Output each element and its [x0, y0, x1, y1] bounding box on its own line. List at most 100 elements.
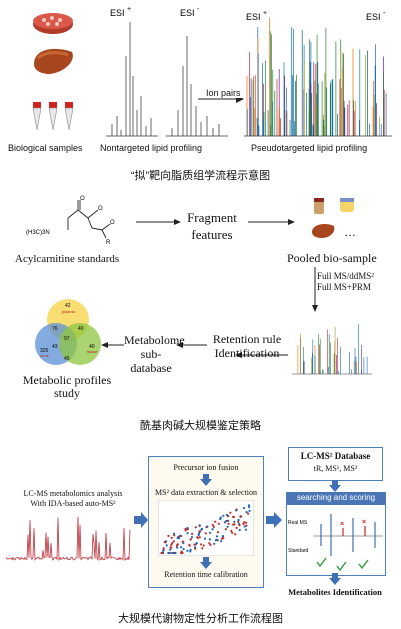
scatter-point	[239, 515, 242, 518]
scatter-point	[170, 543, 173, 546]
scatter-point	[235, 526, 238, 529]
scatter-point	[247, 512, 250, 515]
caption-panel2: 酰基肉碱大规模鉴定策略	[140, 420, 261, 432]
svg-text:-: -	[383, 10, 386, 17]
scatter-point	[215, 538, 218, 541]
venn-plasma-label: plasma	[62, 309, 76, 314]
scatter-point	[226, 525, 229, 528]
search-box	[286, 492, 386, 576]
scatter-point	[203, 537, 207, 540]
scatter-point	[181, 540, 184, 543]
scatter-point	[200, 528, 203, 531]
svg-text:-: -	[197, 6, 200, 13]
scatter-point	[186, 526, 189, 530]
scatter-point	[247, 504, 250, 507]
scatter-point	[196, 536, 199, 539]
scatter-point	[171, 551, 174, 555]
arrow-fragment-to-pooled	[248, 219, 295, 225]
retention-rule-block: Retention rule Identification	[207, 332, 287, 360]
subdb-label: sub-database	[130, 347, 172, 375]
venn-n3: 97	[64, 336, 70, 342]
rt-calibration-label: Retention time calibration	[164, 570, 248, 579]
svg-text:O: O	[80, 196, 85, 202]
study-label: study	[53, 386, 80, 400]
scatter-point	[172, 540, 175, 543]
scatter-point	[186, 549, 189, 552]
ms2-label: Full MS+PRM	[317, 282, 371, 292]
precursor-label: Precursor ion fusion	[173, 463, 239, 472]
venn-diagram: 42 plasma 325 urine 40 tissue 76 40 97 4…	[35, 299, 101, 365]
scatter-point	[215, 535, 219, 538]
mismatch-icon-2: ×	[362, 519, 366, 526]
scatter-point	[230, 529, 233, 532]
match-check-icon-2	[336, 561, 347, 572]
nontargeted-spectra-chart: ESI + ESI -	[106, 6, 228, 137]
scatter-point	[226, 519, 229, 523]
scatter-point	[238, 524, 241, 527]
scatter-point	[229, 511, 232, 514]
svg-text:O: O	[110, 220, 115, 226]
scatter-point	[245, 511, 248, 514]
acylcarnitine-structure-icon: (H3C)3N OO OR	[26, 196, 115, 246]
venn-n2: 40	[78, 326, 84, 332]
scatter-point	[201, 547, 204, 550]
scatter-point	[214, 520, 217, 523]
scatter-point	[206, 525, 209, 528]
scatter-point	[227, 522, 230, 525]
scatter-point	[160, 551, 163, 555]
scatter-point	[209, 543, 212, 546]
arrow-metabolome-to-venn	[101, 342, 124, 348]
scatter-point	[234, 509, 238, 512]
biological-samples-icon	[32, 13, 74, 131]
scatter-point	[165, 544, 168, 547]
scatter-point	[198, 530, 201, 533]
scatter-point	[193, 543, 196, 546]
scatter-point	[175, 544, 178, 547]
scatter-point	[233, 520, 236, 523]
scatter-point	[237, 520, 240, 523]
esi-neg-label-2: ESI	[366, 12, 381, 22]
scatter-point	[208, 538, 211, 541]
scatter-point	[223, 521, 226, 524]
search-header	[287, 492, 385, 505]
lc-ms-block: LC-MS metabolomics analysis With IDA-bas…	[5, 489, 141, 509]
scatter-point	[234, 533, 237, 536]
search-label: searching and scoring	[296, 493, 376, 502]
database-box	[288, 447, 383, 481]
ellipsis-icon: …	[344, 225, 356, 239]
match-check-icon-3	[358, 559, 369, 570]
scatter-point	[182, 548, 185, 551]
arrow-scatter-down	[200, 557, 212, 569]
scatter-point	[208, 542, 211, 545]
venn-plasma-count: 42	[65, 303, 71, 309]
pooled-sample-icons: …	[312, 198, 356, 239]
metabolome-label: Metabolome	[124, 333, 185, 347]
ms2-scatter-plot	[158, 500, 254, 556]
scatter-point	[248, 505, 251, 509]
profiles-label: Metabolic profiles	[22, 373, 112, 387]
caption-panel3: 大规模代谢物定性分析工作流程图	[118, 613, 283, 625]
scatter-point	[190, 536, 194, 539]
standard-label: Standard	[288, 548, 309, 554]
ms-methods: Full MS/ddMS² Full MS+PRM	[317, 271, 374, 293]
scatter-point	[244, 521, 248, 524]
scatter-point	[202, 544, 205, 547]
scatter-point	[231, 531, 234, 534]
scatter-point	[194, 526, 197, 529]
scatter-point	[180, 551, 183, 555]
scatter-point	[171, 542, 174, 545]
scatter-point	[189, 538, 192, 541]
svg-text:+: +	[263, 10, 267, 17]
scatter-point	[238, 528, 241, 532]
scatter-point	[176, 546, 179, 549]
esi-pos-label: ESI	[110, 8, 125, 18]
db-sub: tR, MS¹, MS²	[313, 464, 358, 473]
scatter-point	[176, 536, 179, 540]
scatter-point	[204, 532, 207, 535]
scatter-point	[162, 547, 165, 550]
scatter-point	[216, 531, 220, 534]
arrow-structure-to-fragment	[136, 219, 181, 225]
label-pseudotargeted: Pseudotargeted lipid profiling	[251, 143, 368, 153]
scatter-point	[248, 509, 251, 512]
venn-n5: 43	[52, 344, 58, 350]
